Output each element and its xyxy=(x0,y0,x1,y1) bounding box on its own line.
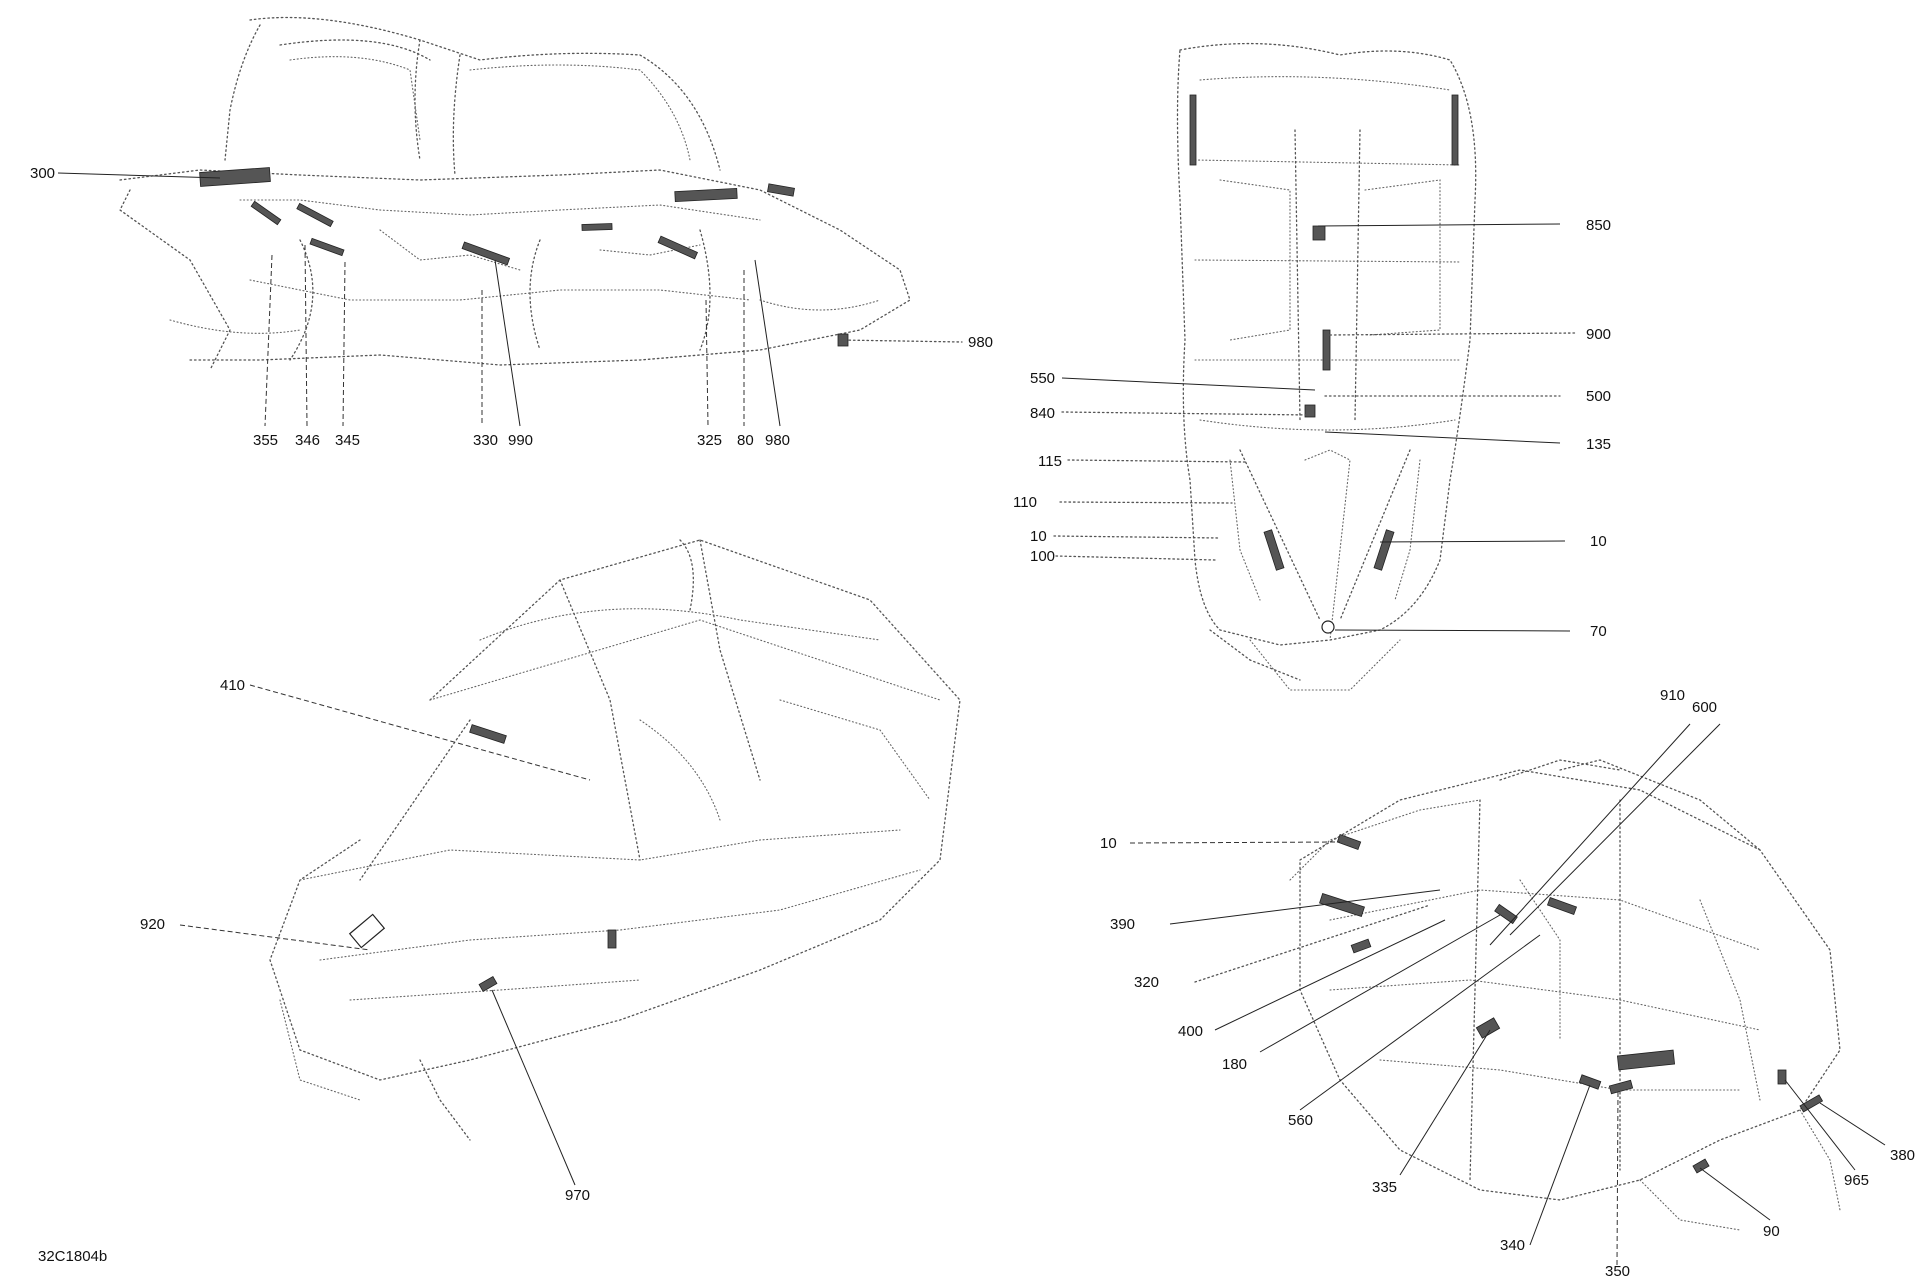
callout-rear-right-11: 350 xyxy=(1605,1263,1630,1280)
callout-rear-right-6: 400 xyxy=(1178,1023,1203,1040)
top-view: 850 900 550 500 840 135 115 110 10 10 10… xyxy=(1013,42,1611,691)
callout-top-12: 70 xyxy=(1590,623,1607,640)
callout-side-6: 330 xyxy=(473,432,498,449)
side-view-vehicle-outline xyxy=(119,16,911,371)
callout-side-10: 980 xyxy=(765,432,790,449)
callout-rear-right-2: 600 xyxy=(1692,699,1717,716)
callout-rear-right-1: 910 xyxy=(1660,687,1685,704)
callout-side-4: 346 xyxy=(295,432,320,449)
rear-right-view-leaders xyxy=(1129,723,1886,1266)
callout-rear-right-8: 560 xyxy=(1288,1112,1313,1129)
callout-top-10: 10 xyxy=(1590,533,1607,550)
callout-side-7: 990 xyxy=(508,432,533,449)
callout-rear-right-13: 965 xyxy=(1844,1172,1869,1189)
callout-top-3: 550 xyxy=(1030,370,1055,387)
side-view: 300 980 355 346 345 330 990 325 80 980 xyxy=(30,16,993,449)
callout-top-8: 110 xyxy=(1013,494,1037,511)
callout-side-8: 325 xyxy=(697,432,722,449)
rear-right-view-vehicle-outline xyxy=(1289,759,1841,1231)
callout-rear-right-5: 320 xyxy=(1134,974,1159,991)
top-view-vehicle-outline xyxy=(1176,42,1477,691)
callout-top-9: 10 xyxy=(1030,528,1047,545)
front-left-view: 410 920 970 xyxy=(140,539,961,1204)
callout-rear-right-7: 180 xyxy=(1222,1056,1247,1073)
callout-front-left-3: 970 xyxy=(565,1187,590,1204)
callout-top-1: 850 xyxy=(1586,217,1611,234)
callout-rear-right-14: 380 xyxy=(1890,1147,1915,1164)
front-left-view-leaders xyxy=(179,684,591,1186)
callout-rear-right-3: 10 xyxy=(1100,835,1117,852)
callout-rear-right-9: 335 xyxy=(1372,1179,1397,1196)
callout-top-5: 840 xyxy=(1030,405,1055,422)
callout-rear-right-12: 90 xyxy=(1763,1223,1780,1240)
callout-front-left-2: 920 xyxy=(140,916,165,933)
callout-side-2: 980 xyxy=(968,334,993,351)
callout-side-1: 300 xyxy=(30,165,55,182)
callout-top-6: 135 xyxy=(1586,436,1611,453)
drawing-code: 32C1804b xyxy=(38,1248,107,1265)
callout-side-3: 355 xyxy=(253,432,278,449)
rear-right-view: 910 600 10 390 320 400 180 560 335 340 3… xyxy=(1100,687,1915,1280)
callout-top-11: 100 xyxy=(1030,548,1055,565)
callout-top-2: 900 xyxy=(1586,326,1611,343)
callout-rear-right-4: 390 xyxy=(1110,916,1135,933)
callout-rear-right-10: 340 xyxy=(1500,1237,1525,1254)
front-left-view-vehicle-outline xyxy=(269,539,961,1141)
callout-side-9: 80 xyxy=(737,432,754,449)
callout-top-7: 115 xyxy=(1038,453,1062,470)
callout-top-4: 500 xyxy=(1586,388,1611,405)
callout-front-left-1: 410 xyxy=(220,677,245,694)
top-view-leaders xyxy=(1053,223,1576,632)
callout-side-5: 345 xyxy=(335,432,360,449)
side-view-leaders xyxy=(57,172,963,427)
